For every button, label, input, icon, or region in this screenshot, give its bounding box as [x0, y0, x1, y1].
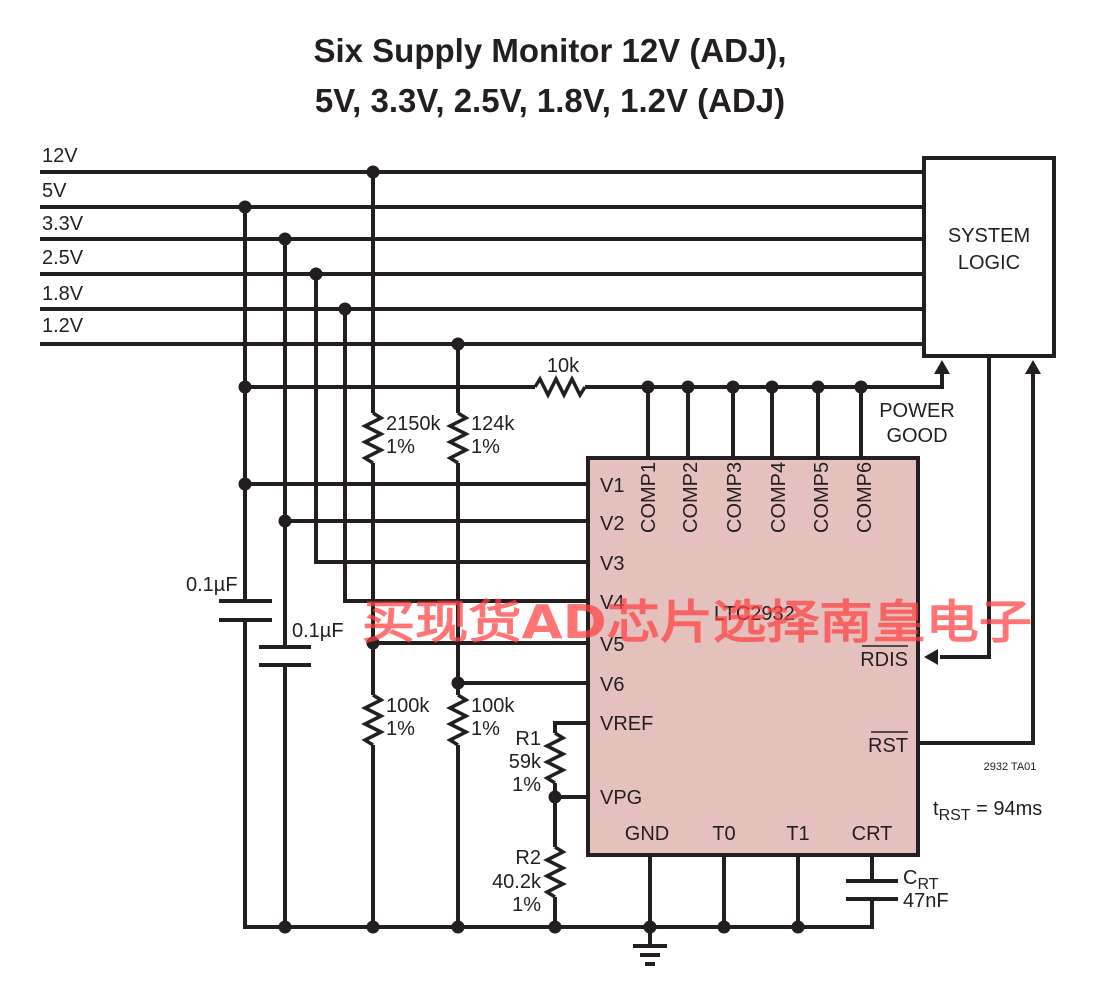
resistor-r2 [543, 845, 567, 899]
resistor-100k-b [446, 693, 470, 747]
c2-value: 0.1µF [292, 620, 344, 642]
rail-label-5v: 5V [42, 180, 67, 202]
system-logic-label-1: SYSTEM [948, 225, 1030, 247]
pin-crt: CRT [852, 823, 893, 845]
r2-tol: 1% [512, 894, 541, 916]
power-good-label-2: GOOD [886, 425, 947, 447]
resistor-100k-b-value: 100k [471, 695, 515, 717]
pin-v5: V5 [600, 634, 624, 656]
pin-comp4: COMP4 [768, 462, 790, 533]
pin-t1: T1 [786, 823, 809, 845]
ground-icon [633, 944, 667, 966]
resistor-10k-value: 10k [547, 355, 580, 377]
rail-label-1v8: 1.8V [42, 283, 84, 305]
r2-value: 40.2k [492, 871, 542, 893]
rail-label-2v5: 2.5V [42, 247, 84, 269]
junction-dots [238, 165, 868, 934]
resistor-124k-value: 124k [471, 413, 515, 435]
watermark-text: 买现货AD芯片选择南皇电子 [362, 595, 1032, 649]
resistor-2150k-tol: 1% [386, 436, 415, 458]
pin-rst: RST [868, 735, 908, 757]
pin-v2: V2 [600, 513, 624, 535]
system-logic-label-2: LOGIC [958, 252, 1020, 274]
capacitor-c1 [219, 599, 272, 622]
c1-value: 0.1µF [186, 574, 238, 596]
resistor-10k [533, 375, 587, 399]
resistor-r1 [543, 731, 567, 785]
pin-comp3: COMP3 [724, 462, 746, 533]
resistor-124k [446, 411, 470, 465]
ltc2932-chip [586, 456, 920, 857]
resistor-100k-a-value: 100k [386, 695, 430, 717]
resistor-124k-tol: 1% [471, 436, 500, 458]
pin-v1: V1 [600, 475, 624, 497]
supply-rails [40, 170, 924, 346]
figure-id: 2932 TA01 [984, 761, 1037, 773]
crt-value: 47nF [903, 890, 949, 912]
pin-comp5: COMP5 [811, 462, 833, 533]
chip-part-number: LTC2932 [714, 603, 795, 625]
r1-name: R1 [515, 728, 541, 750]
pin-gnd: GND [625, 823, 669, 845]
resistor-2150k-value: 2150k [386, 413, 441, 435]
r2-name: R2 [515, 847, 541, 869]
pin-vpg: VPG [600, 787, 642, 809]
rst-arrow-icon [1025, 360, 1041, 374]
title-line-1: Six Supply Monitor 12V (ADJ), [313, 32, 786, 69]
power-good-label-1: POWER [879, 400, 955, 422]
resistor-2150k [361, 411, 385, 465]
capacitor-crt [846, 879, 898, 901]
pin-v6: V6 [600, 674, 624, 696]
pin-vref: VREF [600, 713, 653, 735]
pin-comp6: COMP6 [854, 462, 876, 533]
timing-label: tRST = 94ms [933, 798, 1042, 824]
pin-v3: V3 [600, 553, 624, 575]
power-good-arrow-icon [934, 360, 950, 374]
pin-rdis: RDIS [860, 649, 908, 671]
rdis-arrow-icon [924, 649, 938, 665]
pin-t0: T0 [712, 823, 735, 845]
resistor-100k-b-tol: 1% [471, 718, 500, 740]
capacitor-c2 [259, 645, 311, 667]
rail-label-12v: 12V [42, 145, 78, 167]
r1-tol: 1% [512, 774, 541, 796]
r1-value: 59k [509, 751, 542, 773]
rail-label-3v3: 3.3V [42, 213, 84, 235]
resistor-100k-a-tol: 1% [386, 718, 415, 740]
pin-comp1: COMP1 [638, 462, 660, 533]
pin-v4: V4 [600, 592, 624, 614]
pin-comp2: COMP2 [680, 462, 702, 533]
resistor-100k-a [361, 693, 385, 747]
rail-label-1v2: 1.2V [42, 315, 84, 337]
crt-name: CRT [903, 867, 939, 893]
title-line-2: 5V, 3.3V, 2.5V, 1.8V, 1.2V (ADJ) [315, 82, 785, 119]
